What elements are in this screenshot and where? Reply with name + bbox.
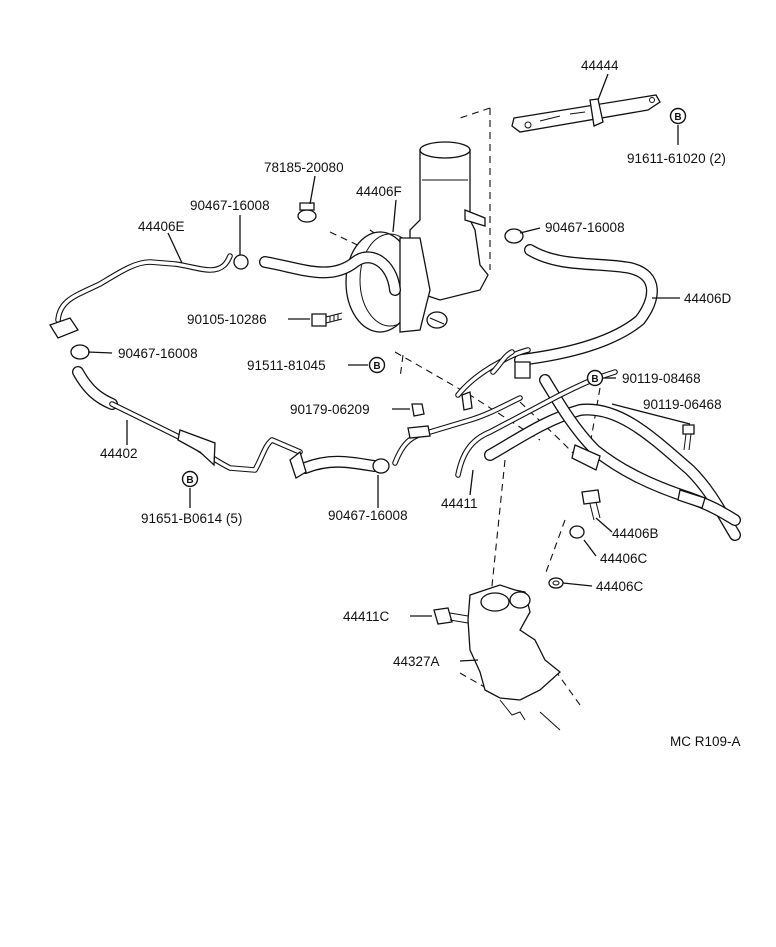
figure-code: MC R109-A (670, 734, 741, 749)
label-44406C-upper: 44406C (600, 551, 648, 566)
label-91511-81045: 91511-81045 (247, 358, 326, 373)
part-labels: 44444 91611-61020 (2) 78185-20080 44406F… (100, 58, 741, 749)
svg-text:B: B (674, 112, 681, 123)
hose-upper-left (259, 251, 401, 296)
pipe-44406E (55, 253, 233, 323)
label-44402: 44402 (100, 446, 138, 461)
label-90179-06209: 90179-06209 (290, 402, 370, 417)
label-90467-16008-upper: 90467-16008 (190, 198, 270, 213)
badge-b-90119: B (586, 369, 604, 387)
hose-44406D (514, 244, 658, 366)
label-44444: 44444 (581, 58, 619, 73)
pipe-44402 (109, 401, 303, 473)
steering-gear-housing (467, 584, 562, 731)
pipe-pump-outlet (455, 347, 531, 398)
svg-text:B: B (373, 361, 380, 372)
badge-b-91611: B (669, 107, 687, 125)
hose-left-return (72, 366, 118, 410)
svg-text:B: B (186, 475, 193, 486)
hose-rack-feed (539, 374, 741, 526)
badge-b-91511: B (368, 356, 386, 374)
assembly-guide-lines (329, 107, 601, 706)
label-44406B: 44406B (612, 526, 659, 541)
label-90119-06468: 90119-06468 (643, 397, 722, 412)
label-90467-16008-left: 90467-16008 (118, 346, 198, 361)
label-91611-61020: 91611-61020 (2) (627, 151, 726, 166)
hose-44411 (484, 403, 741, 541)
pump-pulley (345, 231, 448, 333)
clamps-and-fittings (49, 202, 706, 509)
label-44406D: 44406D (684, 291, 732, 306)
label-91651-B0614: 91651-B0614 (5) (141, 511, 242, 526)
label-44406E: 44406E (138, 219, 185, 234)
label-90105-10286: 90105-10286 (187, 312, 267, 327)
label-90467-16008-right: 90467-16008 (545, 220, 625, 235)
label-44327A: 44327A (393, 654, 440, 669)
badge-b-91651: B (181, 470, 199, 488)
hose-center-return (299, 455, 380, 474)
label-78185-20080: 78185-20080 (264, 160, 344, 175)
label-44406C-lower: 44406C (596, 579, 644, 594)
label-90467-16008-lower: 90467-16008 (328, 508, 408, 523)
label-44411C: 44411C (343, 609, 390, 624)
label-90119-08468: 90119-08468 (622, 371, 701, 386)
svg-text:B: B (591, 374, 598, 385)
pump-reservoir (409, 141, 489, 301)
label-44406F: 44406F (356, 184, 402, 199)
leader-lines (87, 73, 691, 662)
label-44411: 44411 (441, 496, 478, 511)
bracket-44444 (511, 94, 661, 133)
